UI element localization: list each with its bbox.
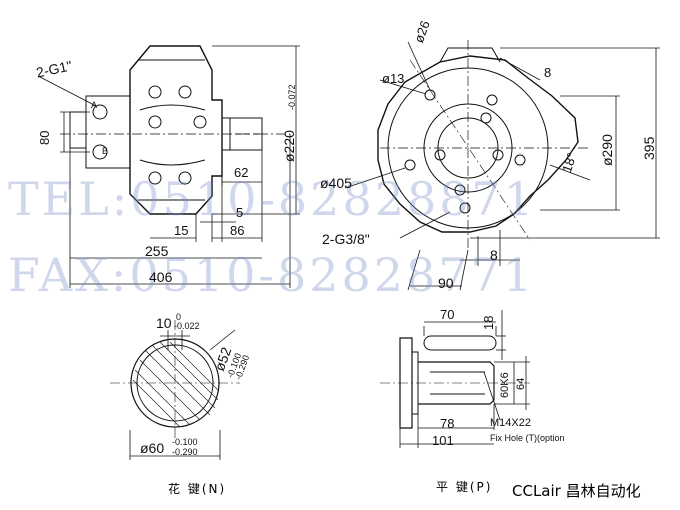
side-view-dimensions [39,45,300,288]
key-length-label: 70 [440,307,455,322]
outer-dia-label: ø405 [320,175,352,191]
spline-major-dia-label: ø60 [140,440,165,456]
side-view-motor [60,45,290,215]
brand-label: CCLair 昌林自动化 [512,482,641,500]
flat-key-shaft [380,310,530,448]
dim-90-label: 90 [438,275,454,291]
dim-86-label: 86 [230,223,245,238]
thread-label: M14X22 [490,417,531,429]
thread-note-label: Fix Hole (T)(option [490,433,565,443]
drain-port-label: 2-G3/8" [322,231,370,247]
shaft-fit-label: 60K6 [499,372,511,398]
shaft-tolerance-label: -0.072 [287,84,297,110]
dim-15-label: 15 [174,223,189,238]
dim-78-label: 78 [440,416,455,431]
bolt-dia-label: ø13 [382,71,405,86]
mark-a: A [91,100,98,110]
spline-shaft-section [110,320,240,460]
dim-64-label: 64 [515,377,527,390]
spline-width-label: 10 [156,315,172,331]
bolt-circle-label: ø290 [599,134,615,166]
dim-255-label: 255 [145,243,169,259]
spline-caption: 花 键(N) [168,482,227,496]
dim-8-top-label: 8 [544,65,552,80]
front-view-motor [377,40,590,250]
dim-5-label: 5 [236,205,244,220]
dim-101-label: 101 [432,433,454,448]
overall-height-label: 395 [641,136,657,160]
dim-62-label: 62 [234,165,249,180]
dim-406-label: 406 [149,269,173,285]
shaft-diameter-label: ø220 [281,130,297,162]
key-height-label: 18 [481,315,496,330]
flat-key-caption: 平 键(P) [436,480,493,494]
port-height-label: 80 [37,130,52,145]
front-view-dimensions [344,41,660,291]
spline-width-tol-top: 0 [176,312,182,322]
mark-b: B [102,146,109,156]
dim-8-bottom-label: 8 [490,247,498,263]
spline-width-tol-bottom: -0.022 [174,321,200,331]
spline-major-tol-bottom: -0.290 [172,447,198,457]
spline-major-tol-top: -0.100 [172,437,198,447]
